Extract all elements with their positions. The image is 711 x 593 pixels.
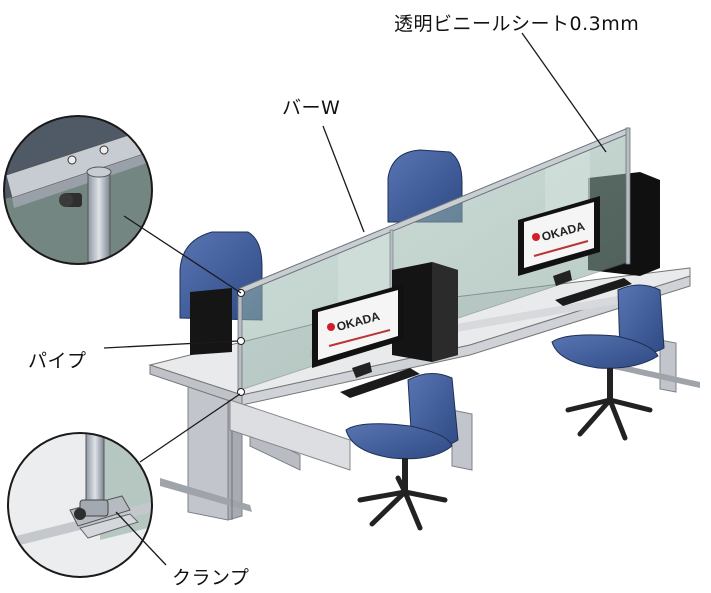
leader-lines (103, 32, 607, 566)
label-bar-w: バーW (282, 97, 341, 119)
front-pc-tower-left (392, 262, 458, 362)
leader-clamp (115, 511, 167, 566)
monitor-right: OKADA (518, 196, 600, 286)
leader-bar (322, 125, 365, 233)
detail-circle-clamp (7, 432, 153, 578)
label-clamp: クランプ (172, 567, 250, 589)
leader-pipe (103, 340, 239, 349)
leader-bottom-circle (139, 393, 241, 463)
front-chair-left (345, 373, 459, 531)
leader-top-circle (123, 215, 242, 294)
desk-legs (160, 339, 700, 521)
monitor-left: OKADA (312, 284, 404, 378)
label-pipe: パイプ (28, 350, 87, 372)
front-chair-right (551, 284, 665, 441)
leader-sheet (521, 32, 607, 153)
front-pc-tower-right (598, 180, 668, 278)
label-vinyl-sheet: 透明ビニールシート0.3mm (394, 13, 640, 35)
detail-circle-bar-joint (3, 115, 153, 265)
